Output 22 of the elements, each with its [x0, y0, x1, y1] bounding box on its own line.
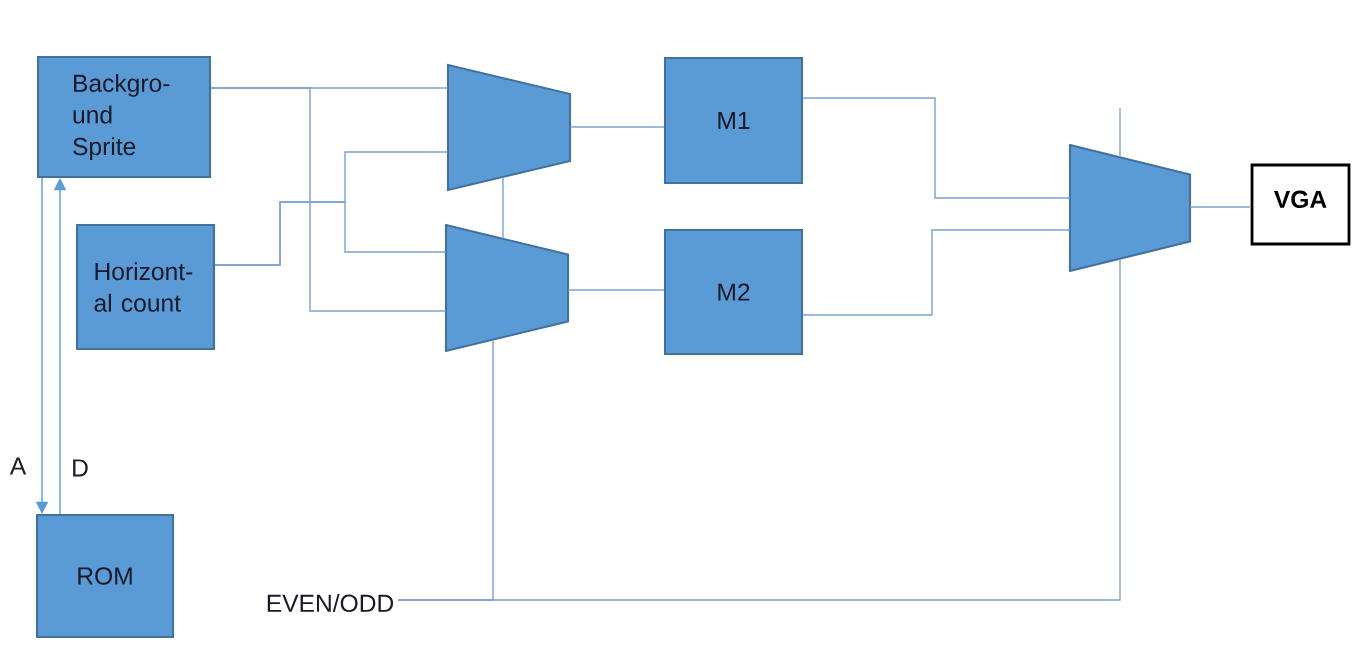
output-box: VGA: [1250, 163, 1351, 246]
wire: [569, 126, 665, 128]
process-box: M1: [663, 56, 804, 185]
wire: [567, 289, 665, 291]
process-box: Backgro- und Sprite: [36, 55, 212, 179]
multiplexer-shape: [1068, 143, 1192, 273]
wire: [802, 97, 1071, 199]
wire: [397, 258, 1121, 601]
wire: [802, 229, 1071, 316]
wire: [1119, 107, 1121, 158]
signal-label: EVEN/ODD: [267, 593, 394, 613]
edge-label: D: [69, 457, 91, 479]
wire: [1189, 206, 1252, 208]
wire: [214, 201, 447, 266]
edge-label: A: [8, 455, 28, 477]
multiplexer-shape: [444, 223, 570, 353]
wire: [502, 176, 504, 240]
process-box: ROM: [35, 513, 175, 639]
process-box: Horizont- al count: [75, 223, 216, 351]
process-box: M2: [663, 228, 804, 356]
wire: [210, 87, 447, 312]
multiplexer-shape: [446, 63, 572, 192]
